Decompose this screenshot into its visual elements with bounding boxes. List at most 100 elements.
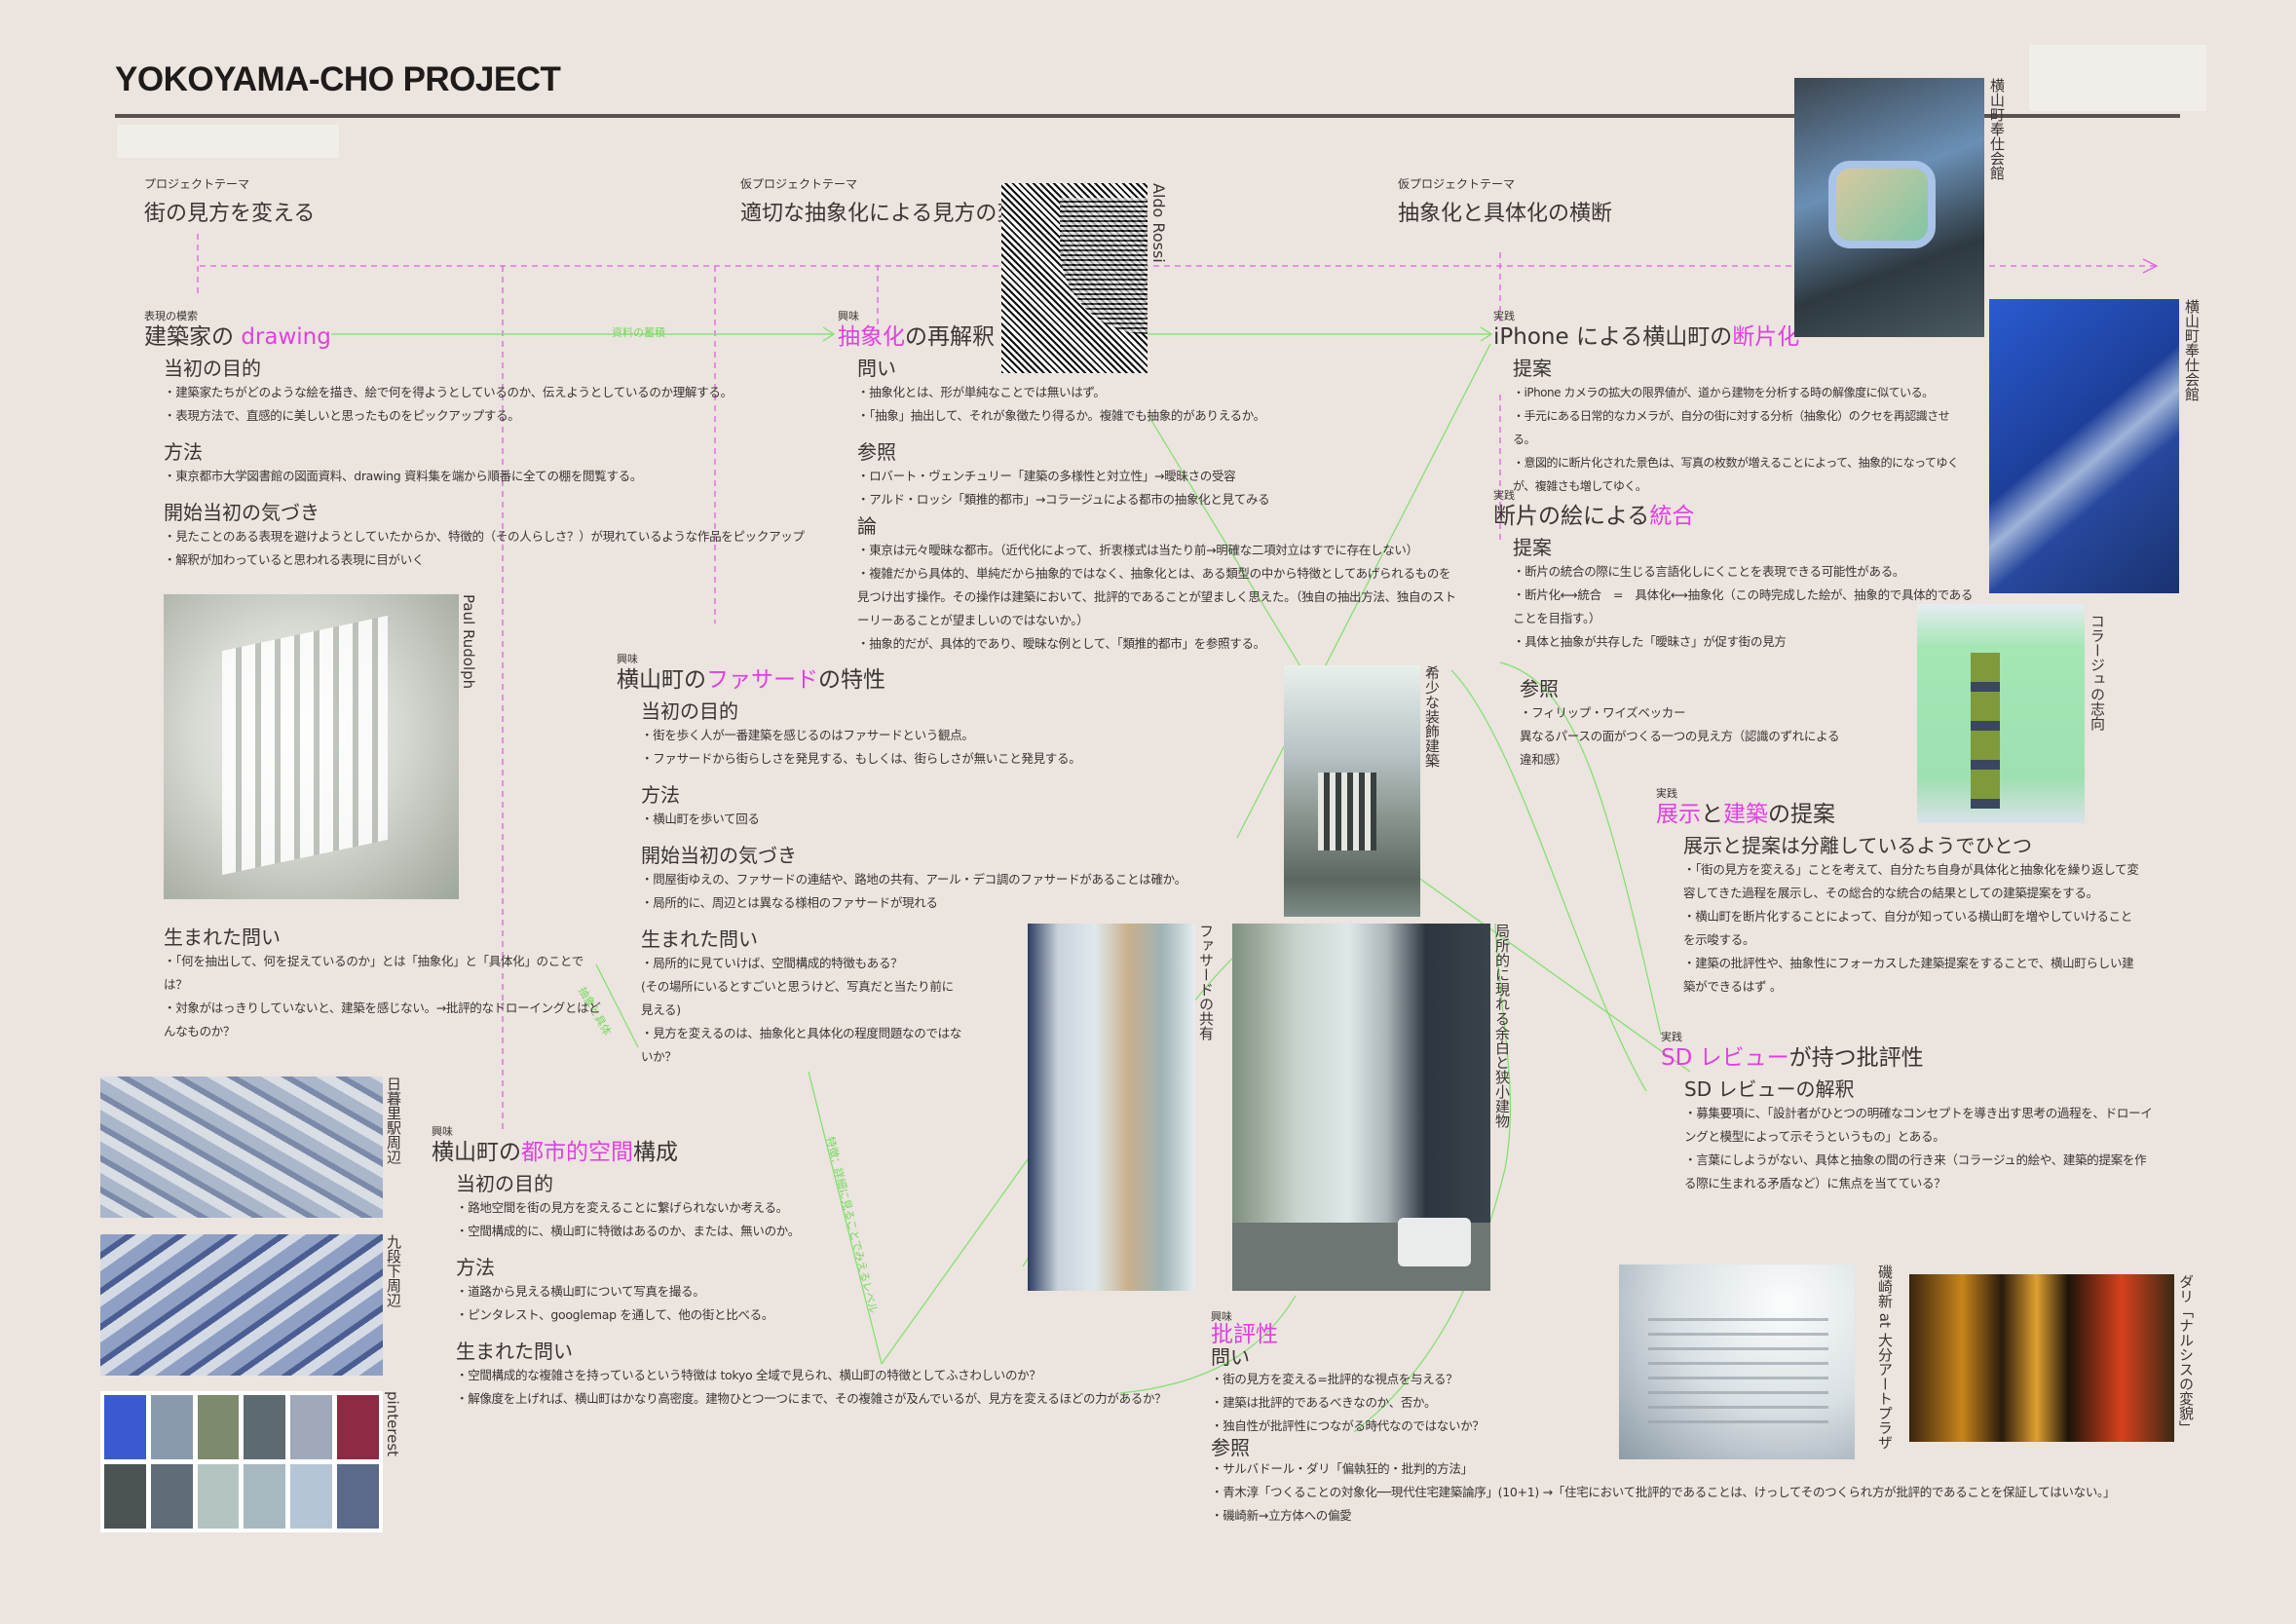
theme-3: 仮プロジェクトテーマ 抽象化と具体化の横断 xyxy=(1398,175,1612,227)
section-title: 批評性 xyxy=(1211,1322,1278,1347)
section-tag: 興味 xyxy=(617,653,638,665)
section-integration-reference: 参照 ・フィリップ・ワイズベッカー 異なるパースの面がつくる一つの見え方（認識の… xyxy=(1520,672,1851,772)
subheading: 提案 xyxy=(1513,536,1552,559)
subheading: 問い xyxy=(857,357,896,380)
bullet: ・「抽象」抽出して、それが象徴たり得るか。複雑でも抽象的がありえるか。 xyxy=(857,408,1265,423)
section-iphone: 実践 iPhone による横山町の断片化 提案 ・iPhone カメラの拡大の限… xyxy=(1493,310,1966,498)
title-highlight: 断片化 xyxy=(1732,324,1800,350)
title-part: の再解釈 xyxy=(905,324,995,350)
bullet: ・東京は元々曖昧な都市。（近代化によって、折衷様式は当たり前→明確な二項対立はす… xyxy=(857,543,1418,557)
bullet: ・建築は批評的であるべきなのか、否か。 xyxy=(1211,1395,1437,1410)
rare-decorative-building-photo xyxy=(1284,665,1420,917)
section-sd-review: 実践 SD レビューが持つ批評性 SD レビューの解釈 ・募集要項に、「設計者が… xyxy=(1661,1031,2158,1195)
section-tag: 実践 xyxy=(1493,489,1515,502)
section-drawing-questions: 生まれた問い ・「何を抽出して、何を捉えているのか」とは「抽象化」と「具体化」の… xyxy=(164,921,602,1043)
bullet: ・空間構成的な複雑さを持っているという特徴は tokyo 全域で見られ、横山町の… xyxy=(456,1368,1041,1382)
bullet: ・サルバドール・ダリ「偏執狂的・批判的方法」 xyxy=(1211,1461,1473,1476)
collage-image xyxy=(1917,604,2085,823)
subheading: 生まれた問い xyxy=(456,1340,573,1363)
section-critique: 興味 批評性 問い ・街の見方を変える=批評的な視点を与える？ ・建築は批評的で… xyxy=(1211,1310,2185,1528)
bullet: ・独自性が批評性につながる時代なのではないか？ xyxy=(1211,1418,1485,1433)
subheading: 問い xyxy=(1211,1345,1250,1369)
subheading: 方法 xyxy=(641,783,680,807)
section-urban-space: 興味 横山町の都市的空間構成 当初の目的 ・路地空間を街の見方を変えることに繋げ… xyxy=(432,1125,1172,1411)
bullet: ・募集要項に、「設計者がひとつの明確なコンセプトを導き出す思考の過程を、ドローイ… xyxy=(1684,1106,2153,1144)
theme-title: 適切な抽象化による見方の変化 xyxy=(740,202,1040,226)
section-tag: 興味 xyxy=(432,1125,453,1138)
subheading: 参照 xyxy=(857,440,896,464)
theme-tag: 仮プロジェクトテーマ xyxy=(740,177,858,191)
title-part: の提案 xyxy=(1768,802,1835,827)
section-title: 抽象化の再解釈 xyxy=(838,322,1461,352)
aldo-rossi-image xyxy=(1001,183,1148,373)
isozaki-text-image xyxy=(1619,1265,1855,1459)
theme-1: プロジェクトテーマ 街の見方を変える xyxy=(144,175,315,227)
bullet: ・局所的に見ていけば、空間構成的特徴もある？ xyxy=(641,956,903,970)
bullet: ・道路から見える横山町について写真を撮る。 xyxy=(456,1284,705,1299)
bullet: ・具体と抽象が共存した「曖昧さ」が促す街の見方 xyxy=(1513,634,1787,649)
subheading: 開始当初の気づき xyxy=(164,501,320,524)
section-title: 展示と建築の提案 xyxy=(1656,800,2143,829)
bullet: ・断片の統合の際に生じる言語化しにくことを表現できる可能性がある。 xyxy=(1513,564,1905,579)
title-part: iPhone による横山町の xyxy=(1493,324,1733,350)
bullet: ・断片化⟷統合 = 具体化⟷抽象化（この時完成した絵が、抽象的で具体的であること… xyxy=(1513,587,1974,625)
theme-title: 街の見方を変える xyxy=(144,202,316,226)
bullet: ・抽象化とは、形が単純なことでは無いはず。 xyxy=(857,385,1106,399)
title-part: が持つ批評性 xyxy=(1788,1045,1924,1071)
title-highlight: SD レビュー xyxy=(1661,1045,1789,1071)
subheading: 提案 xyxy=(1513,357,1552,380)
subheading: 方法 xyxy=(164,440,203,464)
section-tag: 実践 xyxy=(1493,310,1515,322)
bullet: ・対象がはっきりしていないと、建築を感じない。→批評的なドローイングとはどんなも… xyxy=(164,1001,601,1039)
title-part: 断片の絵による xyxy=(1493,504,1650,529)
theme-title: 抽象化と具体化の横断 xyxy=(1398,202,1613,226)
title-part: と xyxy=(1701,802,1723,827)
connector-label-accumulate: 資料の蓄積 xyxy=(612,326,665,339)
subheading: 参照 xyxy=(1520,677,1559,700)
bullet: ・空間構成的に、横山町に特徴はあるのか、または、無いのか。 xyxy=(456,1224,800,1238)
nippori-photo xyxy=(100,1076,383,1218)
bullet: ・磯崎新→立方体への偏愛 xyxy=(1211,1508,1352,1523)
bullet: ・抽象的だが、具体的であり、曖昧な例として、「類推的都市」を参照する。 xyxy=(857,636,1265,651)
margin-narrow-building-photo xyxy=(1232,924,1490,1291)
bullet: ・東京都市大学図書館の図面資料、drawing 資料集を端から順番に全ての棚を閲… xyxy=(164,469,643,483)
section-exhibit: 実践 展示と建築の提案 展示と提案は分離しているようでひとつ ・「街の見方を変え… xyxy=(1656,787,2143,999)
subheading: 開始当初の気づき xyxy=(641,844,797,867)
facade-share-photo xyxy=(1028,924,1195,1291)
image-label: ファサードの共有 xyxy=(1197,924,1215,1040)
title-highlight: drawing xyxy=(241,324,331,350)
image-label: pinterest xyxy=(384,1391,401,1457)
title-highlight: 建築 xyxy=(1723,802,1768,827)
bullet: ・アルド・ロッシ「類推的都市」→コラージュによる都市の抽象化と見てみる xyxy=(857,492,1270,507)
bullet: ・手元にある日常的なカメラが、自分の街に対する分析（抽象化）のクセを再認識させる… xyxy=(1513,409,1950,446)
image-label: Aldo Rossi xyxy=(1149,183,1168,263)
subheading: 当初の目的 xyxy=(164,357,261,380)
header-rule xyxy=(115,114,2180,118)
subheading: 論 xyxy=(857,514,877,538)
subheading: 生まれた問い xyxy=(641,927,758,951)
bullet: ・見方を変えるのは、抽象化と具体化の程度問題なのではないか？ xyxy=(641,1026,962,1064)
hoshi-kaikan-photo-1 xyxy=(1794,78,1984,337)
hoshi-kaikan-photo-2 xyxy=(1989,299,2179,593)
image-label: 日暮里駅周辺 xyxy=(385,1076,402,1164)
section-abstraction: 興味 抽象化の再解釈 問い ・抽象化とは、形が単純なことでは無いはず。 ・「抽象… xyxy=(838,310,1461,656)
bullet: ・建築の批評性や、抽象性にフォーカスした建築提案をすることで、横山町らしい建築が… xyxy=(1683,956,2134,994)
bullet: ・街の見方を変える=批評的な視点を与える？ xyxy=(1211,1372,1458,1386)
section-title: 建築家の drawing xyxy=(144,322,846,352)
title-part: 横山町の xyxy=(432,1140,521,1165)
pinterest-collage xyxy=(100,1391,383,1532)
bullet: ・ファサードから街らしさを発見する、もしくは、街らしさが無いこと発見する。 xyxy=(641,751,1081,766)
subheading: 当初の目的 xyxy=(456,1172,553,1195)
bullet: ・ピンタレスト、googlemap を通して、他の街と比べる。 xyxy=(456,1307,774,1322)
image-label: ダリ「ナルシスの変貌」 xyxy=(2177,1274,2195,1435)
image-label: 希少な装飾建築 xyxy=(1423,665,1441,768)
bullet: ・問屋街ゆえの、ファサードの連結や、路地の共有、アール・デコ調のファサードがある… xyxy=(641,872,1186,887)
section-title: 横山町の都市的空間構成 xyxy=(432,1138,1172,1167)
bullet: ・フィリップ・ワイズベッカー xyxy=(1520,705,1686,720)
title-part: の特性 xyxy=(818,667,885,693)
subheading: SD レビューの解釈 xyxy=(1684,1077,1855,1101)
bullet: ・見たことのある表現を避けようとしていたからか、特徴的（その人らしさ？）が現れて… xyxy=(164,529,805,544)
title-highlight: 都市的空間 xyxy=(521,1140,633,1165)
title-highlight: 展示 xyxy=(1656,802,1701,827)
bullet: ・「何を抽出して、何を捉えているのか」とは「抽象化」と「具体化」のことでは？ xyxy=(164,954,583,992)
